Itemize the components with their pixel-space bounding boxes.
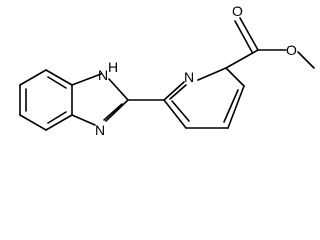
bond [19,114,47,131]
bond [239,17,259,51]
ester-group [225,17,315,69]
atom-label-pyridine-n: N [184,69,194,85]
double-bond-inner [103,103,123,121]
bond [105,99,129,122]
benzene-ring [19,69,73,131]
bond [197,67,227,81]
bond [108,78,129,101]
bond [163,81,185,101]
double-bond-inner [171,100,190,122]
bond [297,51,315,69]
double-bond-inner [169,84,187,100]
bond [45,69,73,86]
atom-label-nh: N [98,67,108,83]
bond [225,67,245,87]
double-bond-inner [234,20,253,53]
structure-canvas: N H N N O O [19,3,315,138]
bond [225,49,259,69]
atom-label-ester-o: O [286,42,297,58]
double-bond-inner [223,89,239,123]
molecule-structure: N H N N O O [19,3,315,138]
atom-labels: N H N N O O [95,3,297,138]
double-bond-inner [47,111,67,124]
bond [71,73,102,86]
pyridine-ring [163,67,245,129]
imidazole-ring [71,73,129,126]
bond [45,114,73,131]
bond [163,99,187,129]
double-bond-inner [47,76,67,89]
bond [71,114,96,126]
atom-label-carbonyl-o: O [232,3,243,19]
atom-label-h: H [108,59,118,75]
bond [227,85,245,129]
bond [19,69,47,86]
atom-label-n: N [95,122,105,138]
